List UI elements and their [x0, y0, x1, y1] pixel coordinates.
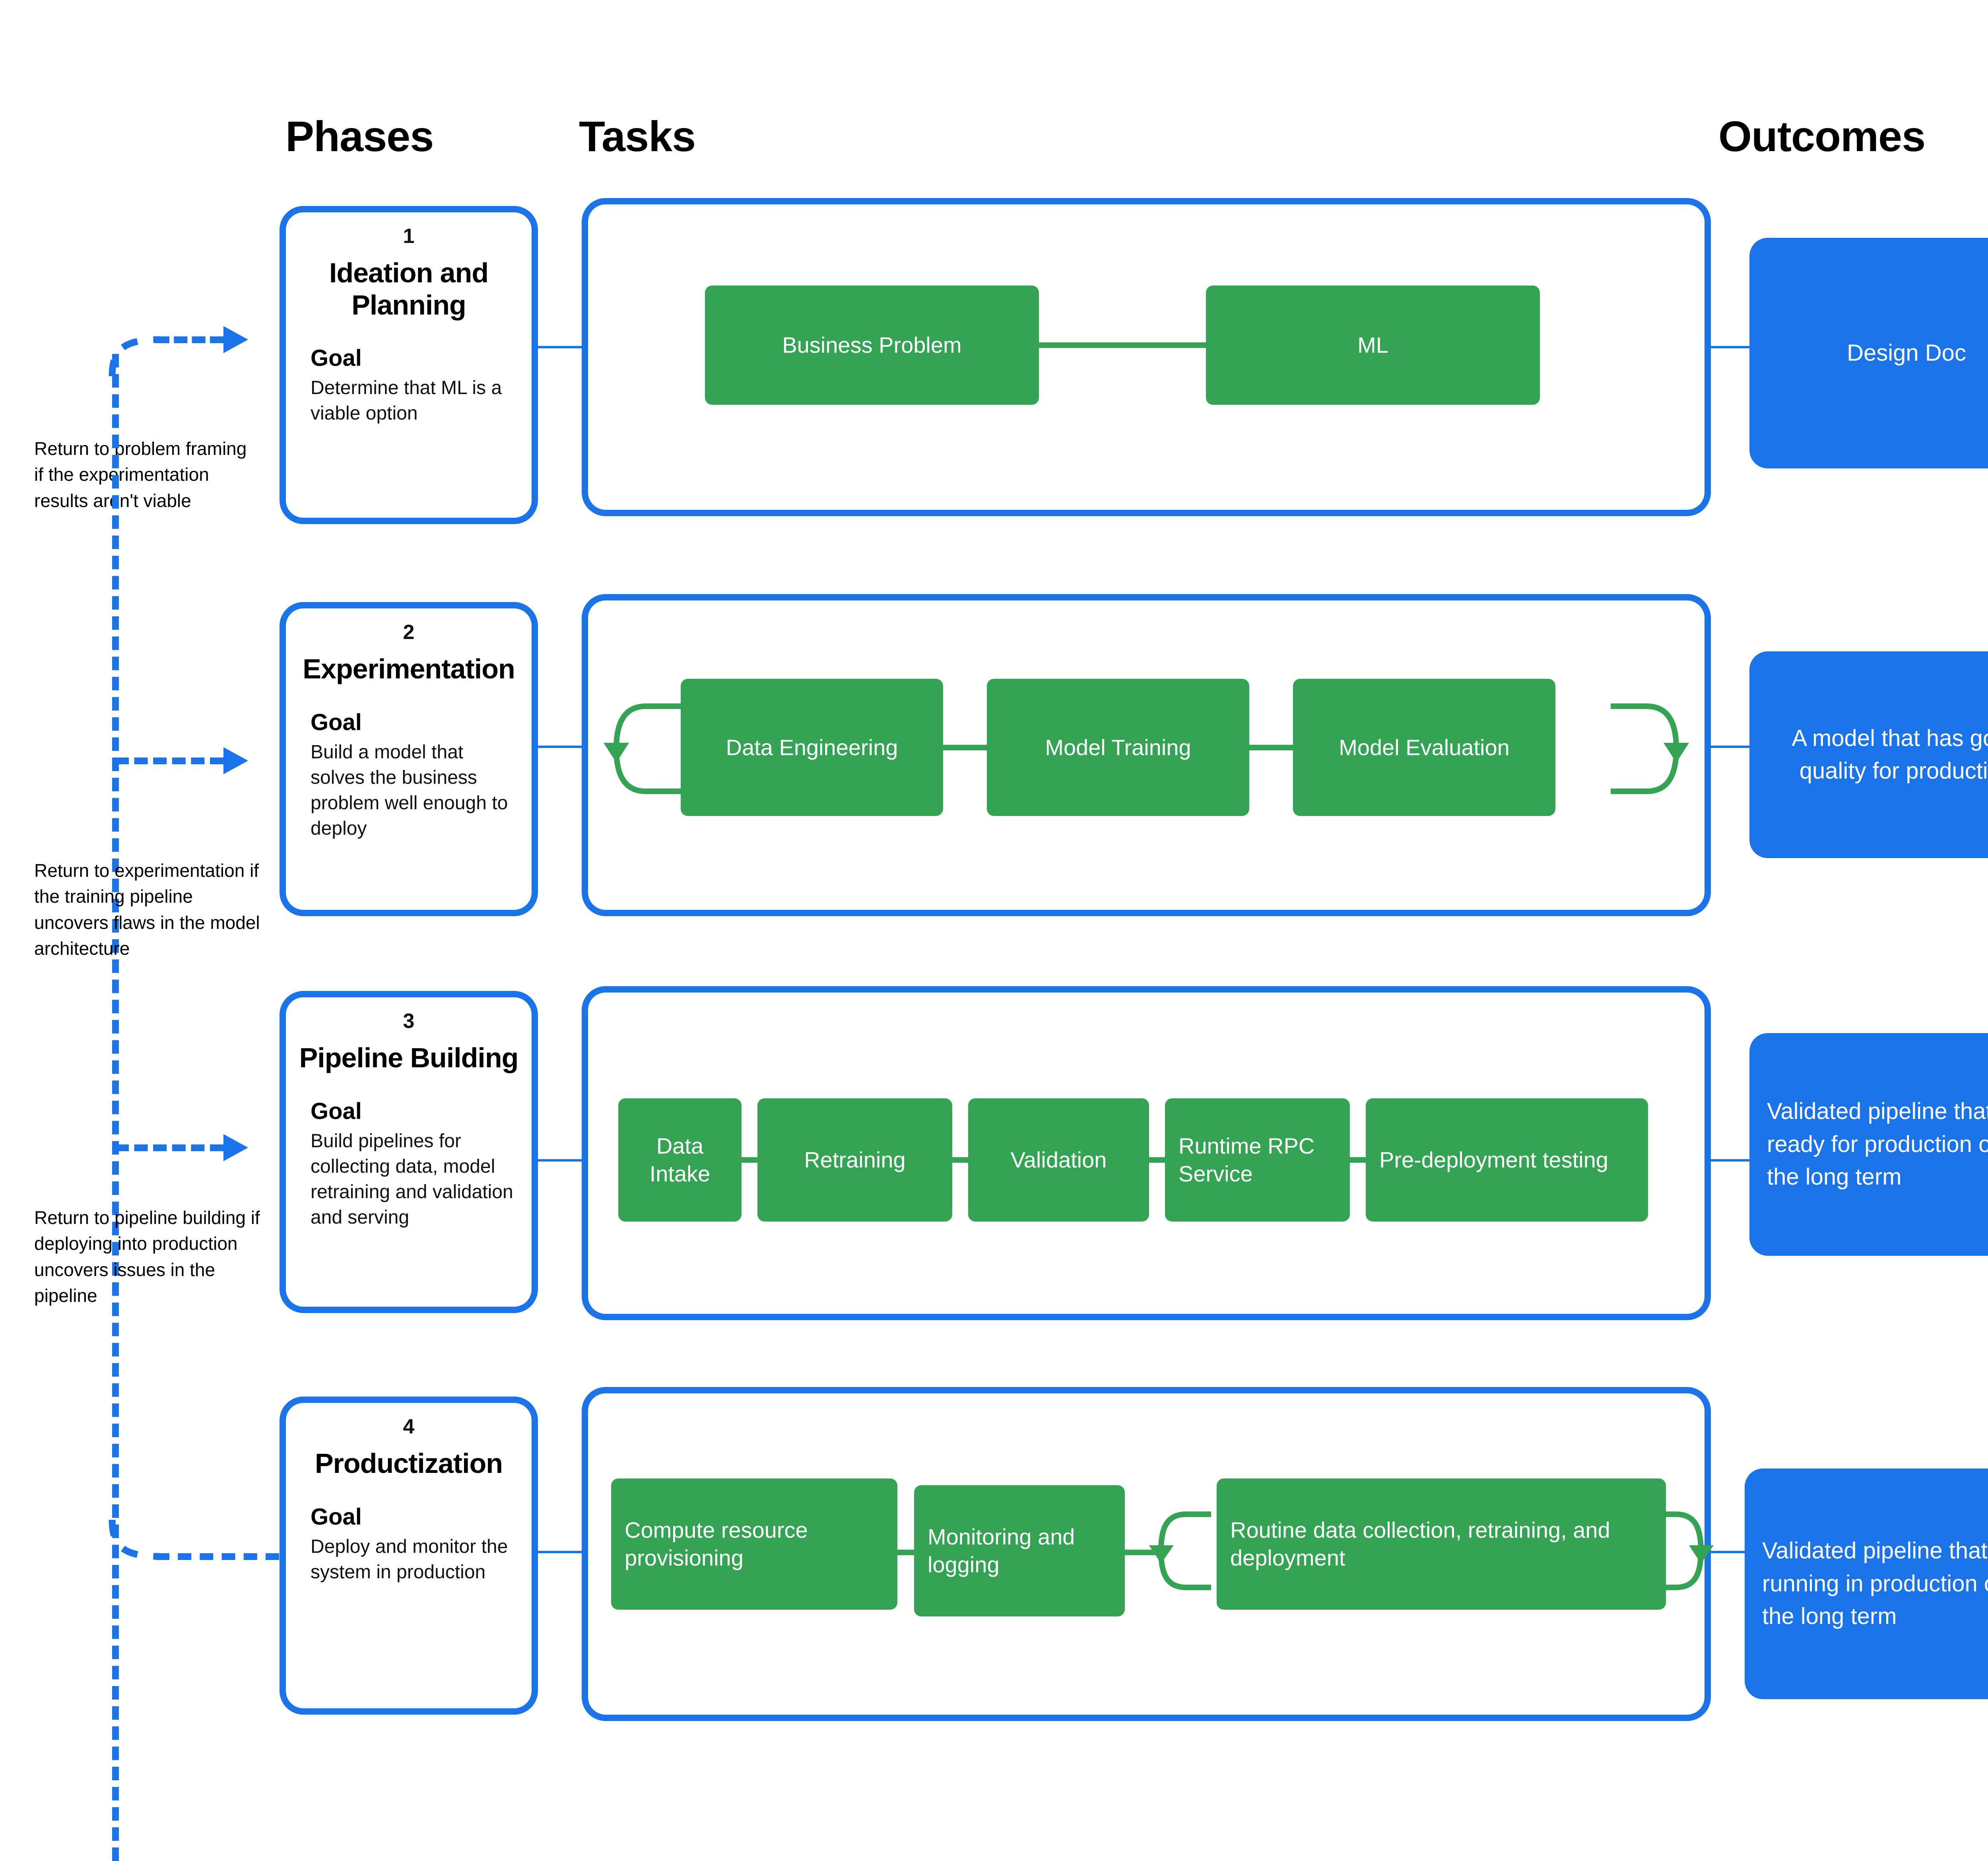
goal-label-4: Goal [311, 1504, 362, 1530]
column-header-outcomes: Outcomes [1718, 112, 1926, 160]
phase-card-3[interactable]: 3 Pipeline Building Goal Build pipelines… [280, 991, 538, 1313]
task-box-3-5[interactable]: Pre-deployment testing [1366, 1098, 1648, 1222]
outcome-box-4[interactable]: Validated pipeline that's running in pro… [1745, 1469, 1988, 1699]
phase-title-1: Ideation and Planning [329, 257, 489, 321]
task-box-4-1[interactable]: Compute resource provisioning [611, 1478, 897, 1610]
feedback-path-left-2-run [115, 758, 223, 764]
feedback-note-left-2: Return to experimentation if the trainin… [34, 860, 260, 959]
task-link-3-2 [952, 1157, 968, 1163]
task-box-3-2[interactable]: Retraining [757, 1098, 952, 1222]
goal-label-1: Goal [311, 345, 362, 371]
task-box-4-3[interactable]: Routine data collection, retraining, and… [1217, 1478, 1666, 1610]
feedback-note-left-1: Return to problem framing if the experim… [34, 438, 247, 511]
phase-card-2[interactable]: 2 Experimentation Goal Build a model tha… [280, 602, 538, 916]
goal-label-2: Goal [311, 709, 362, 735]
connector-phase2-tasks [538, 746, 582, 748]
phase-goal-block-3: Goal Build pipelines for collecting data… [311, 1098, 532, 1231]
task-box-3-4[interactable]: Runtime RPC Service [1165, 1098, 1350, 1222]
feedback-note-left-3: Return to pipeline building if deploying… [34, 1207, 260, 1306]
task-box-4-2[interactable]: Monitoring and logging [914, 1485, 1125, 1616]
task-link-2-2 [1249, 745, 1293, 750]
task-box-3-3[interactable]: Validation [968, 1098, 1149, 1222]
task-box-1-2[interactable]: ML [1206, 286, 1540, 405]
connector-tasks1-outcome [1711, 346, 1755, 348]
phase-goal-block-4: Goal Deploy and monitor the system in pr… [311, 1504, 532, 1585]
task-box-2-1[interactable]: Data Engineering [681, 679, 943, 816]
loop-arrow-left-2 [604, 703, 682, 794]
phase-goal-block-2: Goal Build a model that solves the busin… [311, 709, 532, 842]
connector-tasks2-outcome [1711, 746, 1755, 748]
phase-title-3: Pipeline Building [299, 1042, 519, 1073]
feedback-path-left-bottom-run [156, 1553, 279, 1560]
outcome-box-1[interactable]: Design Doc [1749, 238, 1988, 468]
task-link-4-1 [897, 1550, 914, 1555]
phase-goal-block-1: Goal Determine that ML is a viable optio… [311, 345, 532, 427]
task-link-3-1 [742, 1157, 757, 1163]
phase-number-4: 4 [403, 1415, 415, 1438]
connector-tasks4-outcome [1711, 1551, 1755, 1553]
task-link-3-3 [1149, 1157, 1165, 1163]
connector-phase3-tasks [538, 1159, 582, 1162]
goal-text-3: Build pipelines for collecting data, mod… [311, 1130, 513, 1228]
task-link-3-4 [1350, 1157, 1366, 1163]
goal-label-3: Goal [311, 1098, 362, 1124]
goal-text-1: Determine that ML is a viable option [311, 377, 502, 424]
outcome-box-3[interactable]: Validated pipeline that's ready for prod… [1749, 1033, 1988, 1256]
task-box-2-3[interactable]: Model Evaluation [1293, 679, 1555, 816]
phase-card-4[interactable]: 4 Productization Goal Deploy and monitor… [280, 1397, 538, 1715]
task-link-1-1 [1039, 342, 1206, 348]
phase-title-2: Experimentation [303, 653, 515, 684]
column-header-tasks: Tasks [579, 112, 696, 160]
task-box-1-1[interactable]: Business Problem [705, 286, 1039, 405]
phase-card-1[interactable]: 1 Ideation and Planning Goal Determine t… [280, 206, 538, 524]
feedback-arrow-left-1 [223, 326, 248, 353]
goal-text-4: Deploy and monitor the system in product… [311, 1536, 508, 1583]
outcome-box-2[interactable]: A model that has good quality for produc… [1749, 651, 1988, 858]
feedback-path-left-1-riser [112, 354, 119, 1861]
feedback-path-left-1-run [156, 336, 223, 343]
phase-number-3: 3 [403, 1010, 415, 1033]
loop-arrow-left-4 [1149, 1511, 1211, 1590]
feedback-arrow-left-3 [223, 1134, 248, 1161]
feedback-path-left-1-corner [109, 336, 160, 377]
task-box-2-2[interactable]: Model Training [987, 679, 1249, 816]
phase-title-4: Productization [315, 1448, 503, 1479]
phase-number-1: 1 [403, 225, 415, 248]
connector-phase1-tasks [538, 346, 582, 348]
goal-text-2: Build a model that solves the business p… [311, 741, 508, 839]
phase-number-2: 2 [403, 621, 415, 644]
feedback-arrow-left-2 [223, 747, 248, 774]
feedback-path-left-bottom-corner [109, 1519, 160, 1560]
feedback-path-left-3-run [115, 1144, 223, 1151]
connector-phase4-tasks [538, 1551, 582, 1553]
task-link-2-1 [943, 745, 987, 750]
column-header-phases: Phases [285, 112, 434, 160]
loop-arrow-right-2 [1611, 703, 1689, 794]
connector-tasks3-outcome [1711, 1159, 1755, 1162]
loop-arrow-right-4 [1651, 1511, 1714, 1590]
task-box-3-1[interactable]: Data Intake [618, 1098, 742, 1222]
